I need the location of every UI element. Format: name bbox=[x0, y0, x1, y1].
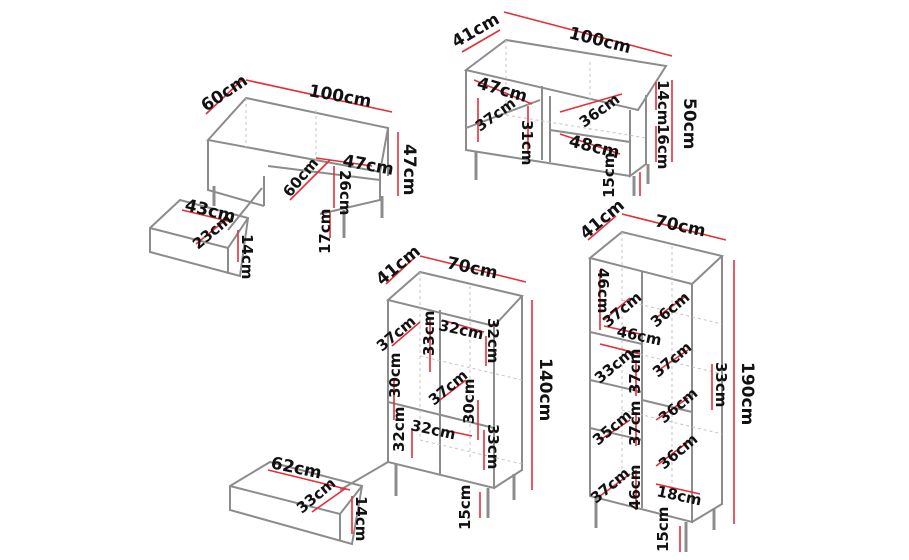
cab140-drawer-height-label: 14cm bbox=[352, 496, 370, 541]
cab190-right-b-label: 33cm bbox=[712, 362, 730, 407]
tv-width-label: 100cm bbox=[567, 23, 633, 58]
tv-lower-gap-label: 16cm bbox=[654, 124, 672, 169]
cab190-top-height-label: 46cm bbox=[594, 268, 612, 313]
cabinet-140-drawer bbox=[229, 460, 364, 546]
tv-top-gap-label: 14cm bbox=[654, 80, 672, 125]
table-inner-height-label: 26cm bbox=[336, 170, 354, 215]
cab140-depth-label: 41cm bbox=[372, 241, 424, 289]
cab190-bottom-height-label: 46cm bbox=[626, 465, 644, 510]
tv-depth-label: 41cm bbox=[449, 9, 504, 52]
cab140-shelf-j-label: 33cm bbox=[484, 424, 502, 469]
tv-stand-shelf bbox=[549, 129, 631, 143]
tv-stand-drawing bbox=[461, 11, 673, 196]
table-inner-depth-label: 60cm bbox=[279, 154, 322, 200]
cab190-depth-label: 41cm bbox=[576, 195, 628, 243]
cab140-shelf-g-label: 32cm bbox=[409, 416, 457, 443]
cab140-shelf-c-label: 32cm bbox=[437, 316, 485, 343]
coffee-table-drawing bbox=[149, 79, 399, 278]
cab140-height-label: 140cm bbox=[535, 358, 555, 421]
tv-stand-top bbox=[463, 38, 668, 112]
cab140-shelf-i-label: 32cm bbox=[390, 407, 408, 452]
tv-height-label: 50cm bbox=[679, 98, 699, 149]
table-legs-label: 17cm bbox=[316, 209, 334, 254]
table-depth-label: 60cm bbox=[198, 71, 252, 116]
cab190-top-right-label: 36cm bbox=[647, 288, 693, 331]
cab140-shelf-e-label: 30cm bbox=[386, 353, 404, 398]
cab140-drawer-width-label: 62cm bbox=[269, 453, 323, 483]
cab140-shelf-h-label: 30cm bbox=[460, 379, 478, 424]
cab190-left-b-label: 37cm bbox=[626, 349, 644, 394]
cab190-width-label: 70cm bbox=[653, 211, 707, 241]
cabinet-190-drawing bbox=[587, 213, 735, 552]
cab190-bottom-right-label: 18cm bbox=[655, 482, 703, 509]
cab190-legs-label: 15cm bbox=[654, 507, 672, 552]
cab190-right-d-label: 36cm bbox=[655, 430, 701, 473]
tv-divider-label: 31cm bbox=[518, 120, 536, 165]
tv-stand-front-bottom bbox=[465, 70, 631, 177]
cab190-left-d-label: 37cm bbox=[626, 401, 644, 446]
cab140-shelf-a-label: 37cm bbox=[373, 312, 419, 355]
table-drawer-height-label: 14cm bbox=[238, 234, 256, 279]
cab190-height-label: 190cm bbox=[737, 362, 757, 425]
tv-stand-right-side bbox=[629, 95, 647, 178]
cab140-shelf-d-label: 32cm bbox=[484, 318, 502, 363]
cab140-legs-label: 15cm bbox=[456, 485, 474, 530]
cab140-shelf-b-label: 33cm bbox=[420, 311, 438, 356]
table-height-label: 47cm bbox=[399, 144, 419, 195]
tv-legs-label: 15cm bbox=[600, 153, 618, 198]
tv-inner-height-label: 37cm bbox=[472, 94, 519, 135]
table-width-label: 100cm bbox=[307, 81, 373, 112]
coffee-table-drawer bbox=[149, 198, 250, 278]
cabinet-140-drawing bbox=[229, 255, 533, 546]
